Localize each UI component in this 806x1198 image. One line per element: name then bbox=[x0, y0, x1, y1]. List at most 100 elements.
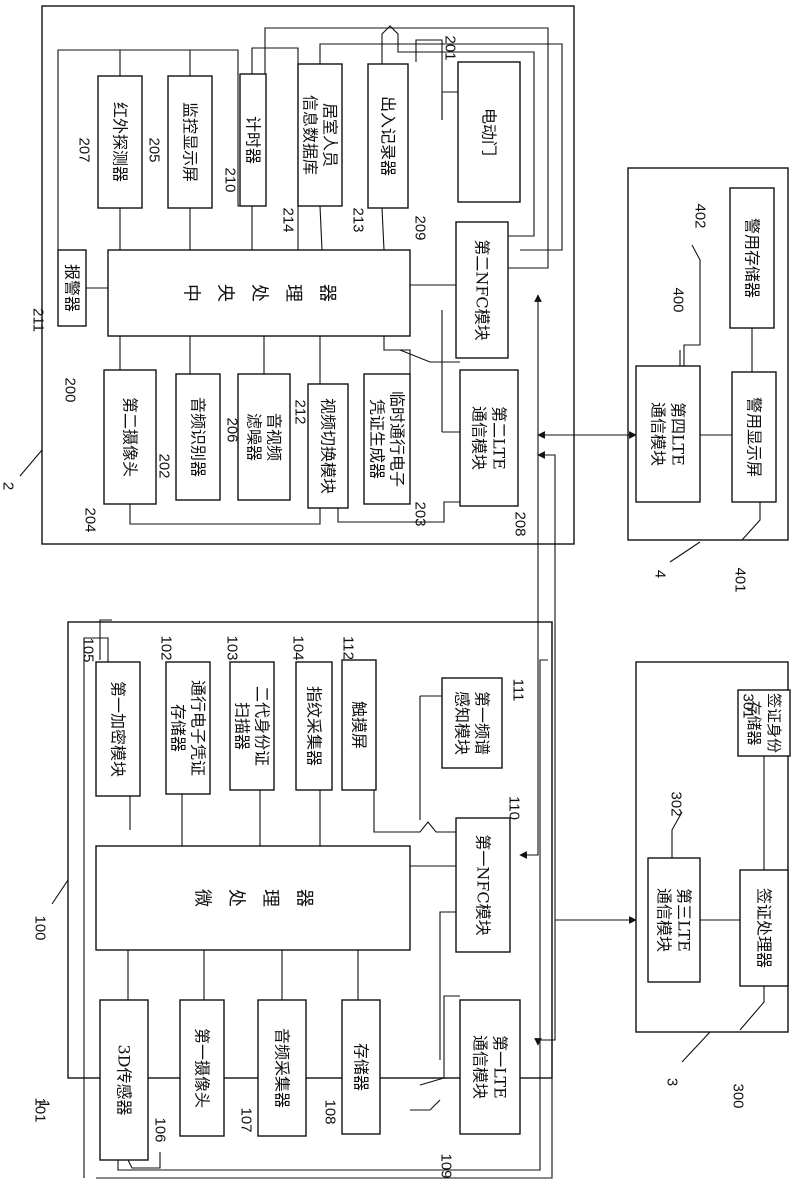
block-205-label: 监控显示屏 bbox=[181, 102, 200, 182]
block-102-label: 存储器 bbox=[169, 704, 188, 752]
block-202: 音频识别器 bbox=[176, 374, 220, 500]
block-200-label: 央 bbox=[215, 284, 236, 302]
block-111-label: 第一频谱 bbox=[473, 691, 492, 755]
block-107: 音频采集器 bbox=[258, 1000, 306, 1136]
block-206: 音视频滤噪器 bbox=[238, 374, 290, 500]
block-112-label: 触摸屏 bbox=[350, 701, 369, 749]
block-214: 居室人员信息数据库 bbox=[298, 64, 342, 206]
block-100-label: 理 bbox=[260, 889, 281, 907]
ref-212: 212 bbox=[292, 399, 309, 424]
block-108-label: 存储器 bbox=[352, 1043, 371, 1091]
block-104-label: 指纹采集器 bbox=[305, 686, 324, 766]
block-211: 报警器 bbox=[58, 250, 86, 326]
ref-300: 300 bbox=[730, 1083, 747, 1108]
block-300-label: 签证处理器 bbox=[755, 888, 774, 968]
block-106-label: 第一摄像头 bbox=[193, 1028, 212, 1108]
ref-400: 400 bbox=[670, 287, 687, 312]
ref-110: 110 bbox=[506, 796, 523, 820]
block-402: 警用存储器 bbox=[730, 188, 774, 328]
block-209-label: 第二NFC模块 bbox=[473, 239, 492, 340]
block-205: 监控显示屏 bbox=[168, 76, 212, 208]
block-203-label: 临时通行电子 bbox=[388, 391, 407, 487]
block-401-label: 警用显示屏 bbox=[745, 397, 764, 477]
block-111: 第一频谱感知模块 bbox=[442, 678, 502, 768]
ref-205: 205 bbox=[146, 137, 163, 162]
block-100-label: 器 bbox=[294, 889, 315, 907]
block-211-label: 报警器 bbox=[63, 264, 82, 312]
block-214-label: 居室人员 bbox=[321, 103, 340, 167]
ref-210: 210 bbox=[222, 167, 239, 192]
block-302: 第三LTE通信模块 bbox=[648, 858, 700, 982]
ref-109: 109 bbox=[438, 1153, 455, 1178]
block-105: 第一加密模块 bbox=[96, 662, 140, 796]
block-110-label: 第一NFC模块 bbox=[474, 834, 493, 935]
ref-207: 207 bbox=[76, 137, 93, 162]
block-108: 存储器 bbox=[342, 1000, 380, 1134]
ref-100: 100 bbox=[32, 915, 49, 940]
block-207-label: 红外探测器 bbox=[111, 102, 130, 182]
block-109-label: 通信模块 bbox=[471, 1035, 490, 1099]
ref-system-3: 3 bbox=[664, 1078, 681, 1086]
ref-211: 211 bbox=[30, 308, 47, 332]
block-109: 第一LTE通信模块 bbox=[460, 1000, 520, 1134]
block-201-label: 电动门 bbox=[480, 108, 499, 156]
block-102-label: 通行电子凭证 bbox=[189, 680, 208, 776]
block-302-label: 通信模块 bbox=[655, 888, 674, 952]
ref-103: 103 bbox=[224, 635, 241, 660]
ref-206: 206 bbox=[224, 417, 241, 442]
ref-201: 201 bbox=[442, 35, 459, 60]
ref-401: 401 bbox=[732, 567, 749, 592]
block-212-label: 视频切换模块 bbox=[319, 398, 338, 494]
ref-system-1: 1 bbox=[36, 1100, 53, 1108]
block-103-label: 二代身份证 bbox=[253, 686, 272, 766]
ref-214: 214 bbox=[280, 207, 297, 232]
block-300: 签证处理器 bbox=[740, 870, 788, 986]
block-209: 第二NFC模块 bbox=[456, 222, 508, 358]
block-101-label: 3D传感器 bbox=[115, 1044, 134, 1115]
block-201: 电动门 bbox=[458, 62, 520, 202]
ref-202: 202 bbox=[156, 453, 173, 478]
block-401: 警用显示屏 bbox=[732, 372, 776, 502]
block-103: 二代身份证扫描器 bbox=[230, 662, 274, 790]
block-202-label: 音频识别器 bbox=[189, 397, 208, 477]
block-111-label: 感知模块 bbox=[453, 691, 472, 755]
block-104: 指纹采集器 bbox=[296, 662, 332, 790]
ref-302: 302 bbox=[668, 791, 685, 816]
block-112: 触摸屏 bbox=[342, 660, 376, 790]
block-100: 微处理器 bbox=[96, 846, 410, 950]
ref-402: 402 bbox=[692, 203, 709, 228]
ref-107: 107 bbox=[238, 1107, 255, 1132]
ref-system-2: 2 bbox=[0, 482, 17, 490]
ref-system-4: 4 bbox=[652, 570, 669, 578]
block-106: 第一摄像头 bbox=[180, 1000, 224, 1136]
block-302-label: 第三LTE bbox=[675, 888, 694, 952]
ref-108: 108 bbox=[322, 1099, 339, 1124]
block-200-label: 器 bbox=[317, 284, 338, 302]
ref-213: 213 bbox=[350, 207, 367, 232]
block-208: 第二LTE通信模块 bbox=[460, 370, 518, 506]
block-400: 第四LTE通信模块 bbox=[636, 366, 700, 502]
block-101: 3D传感器 bbox=[100, 1000, 148, 1160]
block-210-label: 计时器 bbox=[244, 116, 263, 164]
block-214-label: 信息数据库 bbox=[301, 95, 320, 175]
block-100-box bbox=[96, 846, 410, 950]
block-204-label: 第二摄像头 bbox=[121, 397, 140, 477]
ref-106: 106 bbox=[152, 1117, 169, 1142]
block-102: 通行电子凭证存储器 bbox=[166, 662, 210, 794]
block-213: 出入记录器 bbox=[368, 64, 408, 208]
block-402-label: 警用存储器 bbox=[743, 218, 762, 298]
block-105-label: 第一加密模块 bbox=[109, 681, 128, 777]
block-208-label: 通信模块 bbox=[470, 406, 489, 470]
block-107-label: 音频采集器 bbox=[273, 1028, 292, 1108]
block-109-label: 第一LTE bbox=[491, 1035, 510, 1099]
ref-112: 112 bbox=[340, 636, 357, 660]
ref-111: 111 bbox=[510, 679, 527, 702]
block-200-label: 理 bbox=[283, 284, 304, 302]
ref-200: 200 bbox=[62, 377, 79, 402]
block-200-label: 处 bbox=[249, 284, 270, 302]
block-100-label: 处 bbox=[226, 889, 247, 907]
block-207: 红外探测器 bbox=[98, 76, 142, 208]
block-212: 视频切换模块 bbox=[308, 384, 348, 508]
